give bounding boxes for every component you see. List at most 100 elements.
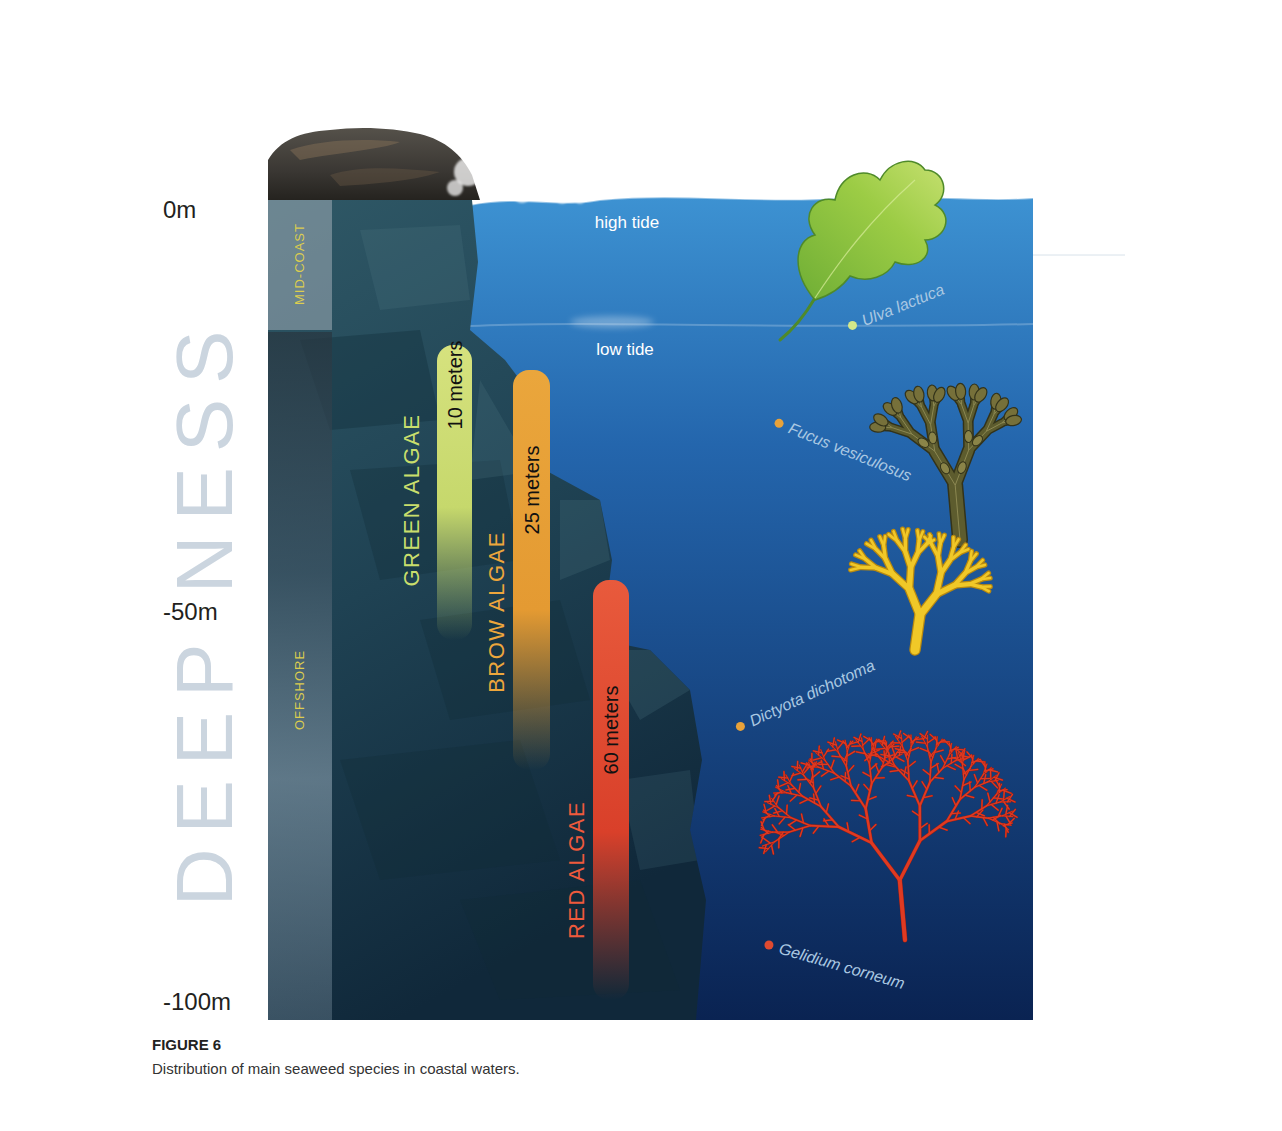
zone-label: MID-COAST (292, 223, 308, 305)
thallus-branch (960, 787, 975, 799)
thallus-outline (954, 584, 969, 585)
depth-tick: 0m (163, 196, 196, 225)
thallus-branch (799, 783, 801, 792)
thallus-branch (928, 750, 933, 757)
thallus-outline (916, 742, 925, 743)
thallus-branch (866, 809, 872, 843)
thallus-outline (813, 751, 822, 753)
thallus-branch (810, 798, 819, 800)
thallus-branch (894, 734, 902, 738)
thallus-outline (963, 818, 970, 824)
thallus-outline (810, 826, 838, 827)
thallus-branch (930, 768, 943, 782)
thallus-branch (954, 584, 969, 585)
fucus-midrib (962, 405, 969, 423)
thallus-branch (915, 615, 920, 650)
dictyota-illustration (851, 529, 991, 650)
thallus-outline (851, 786, 866, 809)
thallus-outline (872, 768, 882, 784)
thallus-branch (920, 594, 936, 615)
thallus-branch (930, 762, 931, 782)
depth-value: 10 meters (443, 341, 467, 430)
thallus-branch (864, 784, 870, 791)
thallus-branch (851, 786, 866, 809)
thallus-outline (927, 738, 934, 743)
depth-bar: BROW ALGAE25 meters (513, 370, 550, 770)
thallus-branch (965, 795, 974, 797)
thallus-branch (901, 418, 912, 434)
thallus-branch (870, 825, 876, 831)
thallus-branch (904, 539, 907, 552)
thallus-outline (919, 532, 923, 541)
thallus-branch (935, 737, 938, 745)
thallus-branch (920, 823, 927, 828)
thallus-outline (955, 786, 961, 793)
thallus-branch (786, 805, 788, 814)
thallus-outline (958, 760, 965, 766)
thallus-branch (790, 773, 794, 781)
thallus-branch (769, 795, 771, 804)
fucus-air-bladder (928, 431, 938, 444)
fucus-receptacle (890, 396, 905, 414)
thallus-branch (1002, 815, 1012, 817)
algae-name: BROW ALGAE (484, 531, 510, 693)
thallus-outline (930, 762, 931, 782)
thallus-branch (839, 753, 847, 767)
thallus-branch (798, 779, 807, 781)
thallus-branch (800, 828, 803, 837)
thallus-outline (796, 761, 798, 770)
thallus-outline (909, 781, 920, 806)
figure-caption: Distribution of main seaweed species in … (152, 1060, 520, 1078)
thallus-outline (870, 825, 876, 831)
thallus-branch (875, 777, 884, 779)
thallus-outline (852, 745, 861, 747)
thallus-branch (916, 742, 925, 743)
thallus-branch (813, 758, 822, 760)
thallus-branch (890, 770, 899, 771)
thallus-outline (759, 848, 768, 849)
thallus-outline (938, 544, 940, 557)
thallus-branch (847, 751, 855, 756)
thallus-outline (905, 530, 908, 539)
thallus-branch (779, 817, 785, 824)
splash-drop (513, 185, 531, 203)
thallus-branch (990, 771, 991, 780)
thallus-branch (848, 766, 854, 773)
thallus-outline (939, 827, 948, 830)
splash-drop (447, 180, 463, 196)
thallus-branch (907, 795, 916, 797)
thallus-branch (819, 764, 828, 765)
thallus-branch (821, 807, 839, 827)
thallus-branch (1006, 805, 1008, 814)
thallus-branch (816, 786, 821, 793)
splash-drop (494, 140, 506, 152)
thallus-outline (813, 772, 820, 778)
thallus-branch (962, 767, 966, 775)
thallus-branch (884, 546, 886, 559)
thallus-branch (899, 746, 900, 755)
rock-facet (360, 225, 470, 310)
thallus-outline (923, 770, 930, 776)
thallus-branch (869, 738, 874, 746)
thallus-outline (831, 777, 840, 780)
thallus-outline (826, 804, 828, 813)
thallus-branch (764, 804, 766, 813)
thallus-branch (977, 810, 983, 817)
thallus-branch (929, 825, 930, 834)
thallus-outline (839, 827, 872, 843)
thallus-branch (807, 765, 815, 768)
thallus-branch (852, 745, 861, 747)
rock-highlight (290, 140, 400, 160)
fucus-receptacle (972, 385, 989, 404)
thallus-branch (981, 800, 983, 809)
thallus-branch (976, 565, 985, 567)
thallus-branch (778, 832, 783, 839)
thallus-branch (891, 742, 900, 743)
tide-label: low tide (596, 340, 654, 360)
thallus-outline (771, 845, 773, 854)
thallus-outline (941, 560, 950, 573)
thallus-outline (800, 799, 808, 803)
thallus-branch (1007, 794, 1012, 801)
thallus-branch (892, 753, 896, 761)
fucus-receptacle (912, 385, 925, 403)
